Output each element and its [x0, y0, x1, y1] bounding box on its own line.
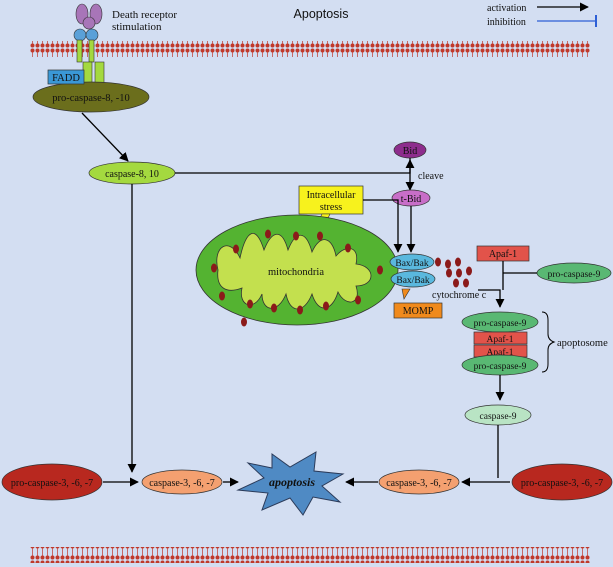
legend-activation-label: activation — [487, 3, 526, 14]
mitochondria-particles — [211, 229, 383, 327]
bax-bak-node-2 — [390, 270, 436, 288]
fadd-label: FADD — [52, 73, 80, 84]
cleave-label: cleave — [418, 171, 444, 182]
pro-caspase-8-label: pro-caspase-8, -10 — [52, 93, 130, 104]
left-caspase-3-label: caspase-3, -6, -7 — [149, 478, 215, 489]
page-title: Apoptosis — [294, 7, 349, 21]
left-pro-caspase-3-node — [1, 463, 103, 501]
stress-box — [298, 185, 364, 215]
apoptosome-apaf1-a — [473, 331, 528, 345]
pro-caspase-8-node — [32, 81, 150, 113]
bottom-membrane — [30, 547, 590, 563]
right-pro-caspase-3-label: pro-caspase-3, -6, -7 — [521, 478, 603, 489]
apoptosome-pro-caspase-9-bottom-label: pro-caspase-9 — [474, 362, 527, 372]
apaf1-top-label: Apaf-1 — [489, 249, 517, 260]
mitochondrion-cristae — [216, 233, 372, 310]
apoptosome-label: apoptosome — [557, 338, 608, 349]
bax-bak-label-1: Bax/Bak — [395, 259, 428, 269]
apoptosis-star — [236, 451, 345, 516]
momp-box — [393, 302, 443, 319]
legend: activation inhibition — [487, 2, 597, 28]
apoptosome-apaf1-b-label: Apaf-1 — [487, 347, 514, 358]
apoptosome-pro-caspase-9-top-label: pro-caspase-9 — [474, 319, 527, 329]
right-caspase-3-label: caspase-3, -6, -7 — [386, 478, 452, 489]
receptor-label-line1: Death receptor — [112, 9, 177, 21]
momp-label: MOMP — [403, 306, 434, 317]
stress-label-line1: Intracellular — [307, 190, 357, 201]
mitochondria-label: mitochondria — [268, 267, 324, 278]
left-pro-caspase-3-label: pro-caspase-3, -6, -7 — [11, 478, 93, 489]
fadd-box — [47, 69, 85, 85]
legend-inhibition-label: inhibition — [487, 17, 526, 28]
right-caspase-3-node — [378, 469, 460, 495]
apoptosis-star-label: apoptosis — [269, 475, 315, 489]
pro-caspase-9-side-label: pro-caspase-9 — [548, 270, 601, 280]
apoptosome-apaf1-a-label: Apaf-1 — [487, 334, 514, 345]
caspase-9-label: caspase-9 — [480, 412, 517, 422]
stress-label-line2: stress — [320, 202, 342, 213]
tbid-label: t-Bid — [401, 194, 422, 205]
right-pro-caspase-3-node — [511, 463, 613, 501]
caspase-8-label: caspase-8, 10 — [105, 169, 159, 180]
top-membrane — [30, 41, 590, 57]
bid-label: Bid — [403, 146, 417, 157]
momp-pointer — [401, 288, 411, 300]
bax-bak-label-2: Bax/Bak — [396, 276, 429, 286]
bax-bak-node-1 — [389, 253, 435, 271]
apoptosome-brace — [541, 311, 556, 373]
left-caspase-3-node — [141, 469, 223, 495]
cytochrome-c-label: cytochrome c — [432, 290, 487, 301]
receptor-label-line2: stimulation — [112, 21, 162, 33]
cytochrome-c-particles — [435, 257, 472, 288]
